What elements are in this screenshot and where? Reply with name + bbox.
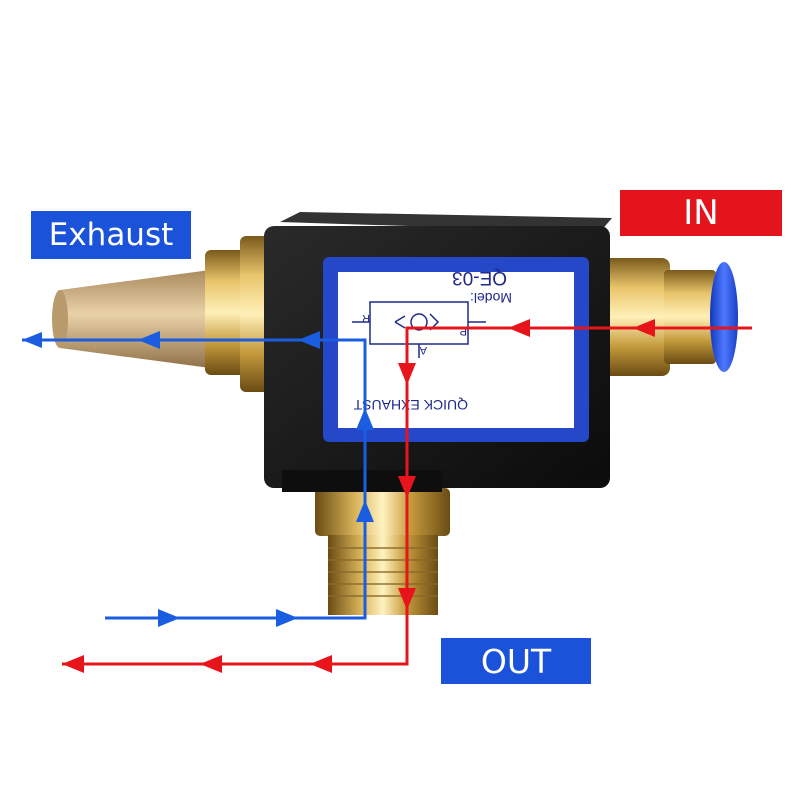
output-port-fitting: [315, 488, 450, 615]
model-caption: Model:: [470, 290, 512, 306]
arrow-head-icon: [310, 655, 332, 673]
arrow-head-icon: [276, 609, 298, 627]
exhaust-tag: Exhaust: [31, 211, 191, 259]
arrow-head-icon: [508, 319, 530, 337]
exhaust-flow-path: [22, 331, 374, 627]
arrow-head-icon: [200, 655, 222, 673]
model-number: QE-03: [452, 267, 507, 288]
valve-name: QUICK EXHAUST: [353, 397, 468, 413]
valve-label: Model: QE-03 QUICK EXHAUST R P A: [323, 257, 589, 442]
in-tag: IN: [620, 190, 782, 236]
port-a-label: A: [419, 344, 427, 356]
exhaust-silencer: [52, 236, 280, 392]
arrow-head-icon: [398, 588, 416, 610]
out-tag: OUT: [441, 638, 591, 684]
arrow-head-icon: [356, 408, 374, 430]
arrow-head-icon: [356, 500, 374, 522]
arrow-head-icon: [633, 319, 655, 337]
arrow-head-icon: [22, 332, 42, 348]
blue-release-collet: [710, 262, 738, 372]
arrow-head-icon: [138, 331, 160, 349]
arrow-head-icon: [298, 331, 320, 349]
check-valve-symbol-icon: [352, 301, 486, 358]
arrow-head-icon: [398, 363, 416, 385]
inflow-path: [62, 319, 752, 673]
port-r-label: R: [362, 312, 370, 324]
port-p-label: P: [460, 325, 467, 337]
inlet-push-fitting: [600, 258, 738, 376]
arrow-head-icon: [398, 476, 416, 498]
arrow-head-icon: [62, 655, 84, 673]
arrow-head-icon: [158, 609, 180, 627]
